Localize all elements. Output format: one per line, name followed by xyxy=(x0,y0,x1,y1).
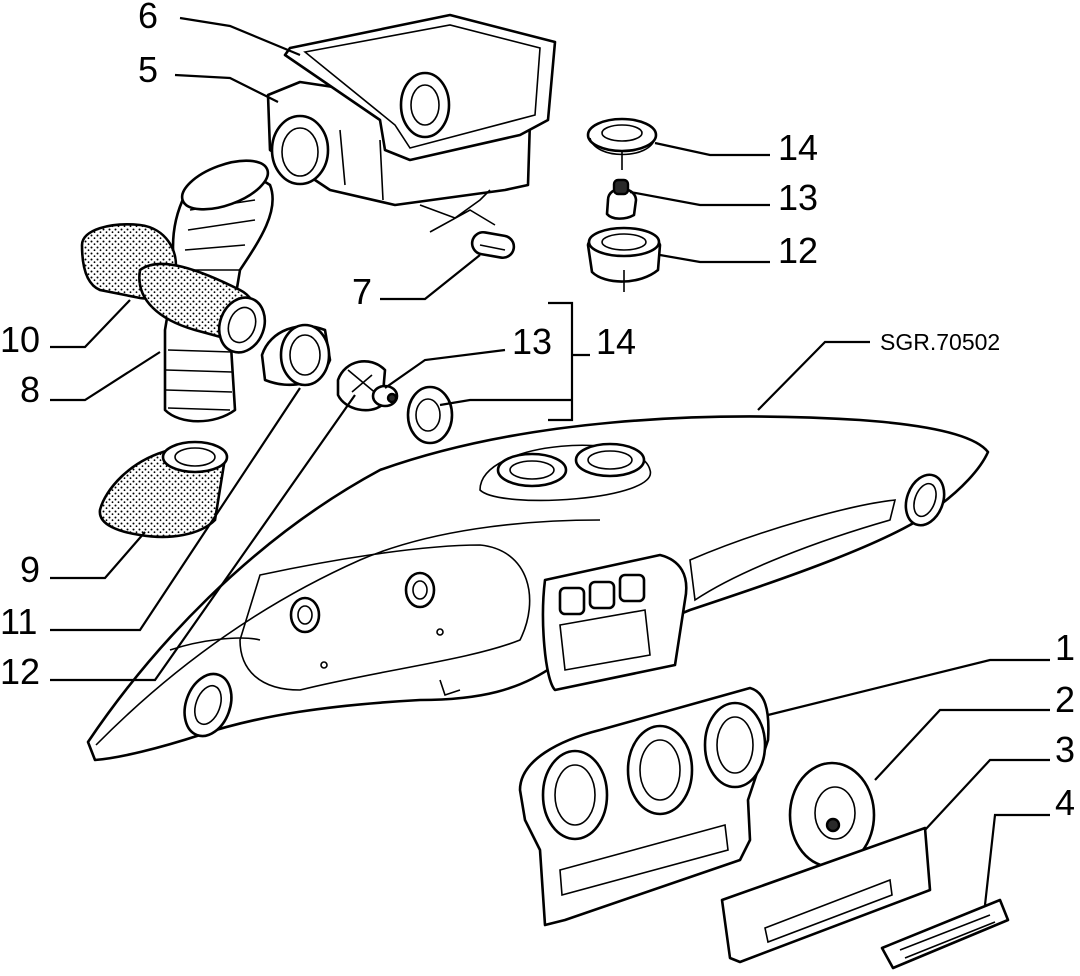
callout-9: 9 xyxy=(20,549,40,590)
callout-4: 4 xyxy=(1055,782,1075,823)
blanking-plate-part-3 xyxy=(720,826,932,964)
callout-13-left: 13 xyxy=(512,321,552,362)
callout-14-left: 14 xyxy=(596,321,636,362)
vent-knob-part-13-right xyxy=(605,178,638,220)
duct-elbow-part-10 xyxy=(80,223,267,354)
vent-cap-part-14-left xyxy=(406,385,454,445)
callout-12-right: 12 xyxy=(778,230,818,271)
callout-3: 3 xyxy=(1055,729,1075,770)
air-box-seal xyxy=(283,13,557,233)
vent-cap-part-14-right xyxy=(586,117,658,170)
vent-body-part-12-right xyxy=(586,226,662,292)
vent-ring-part-11 xyxy=(260,323,332,387)
callout-labels: 6 5 7 10 8 9 11 12 13 14 14 13 12 SGR.70… xyxy=(0,0,1075,823)
callout-7: 7 xyxy=(352,271,372,312)
callout-14-right: 14 xyxy=(778,127,818,168)
callout-13-right: 13 xyxy=(778,177,818,218)
drawing-code: SGR.70502 xyxy=(880,329,1000,355)
callout-11: 11 xyxy=(0,601,37,642)
dashboard-panel xyxy=(86,415,990,762)
callout-6: 6 xyxy=(138,0,158,36)
callout-1: 1 xyxy=(1055,627,1075,668)
clip-part-7 xyxy=(470,230,516,260)
callout-12-left: 12 xyxy=(0,651,40,692)
leader-lines xyxy=(50,16,1050,906)
vent-knob-part-13-left xyxy=(371,384,399,408)
center-vent-bezel-part-1 xyxy=(518,686,770,927)
duct-outlet-part-9 xyxy=(98,440,229,539)
callout-2: 2 xyxy=(1055,679,1075,720)
callout-10: 10 xyxy=(0,319,40,360)
switch-strip-part-4 xyxy=(880,898,1010,970)
callout-5: 5 xyxy=(138,49,158,90)
callout-8: 8 xyxy=(20,369,40,410)
